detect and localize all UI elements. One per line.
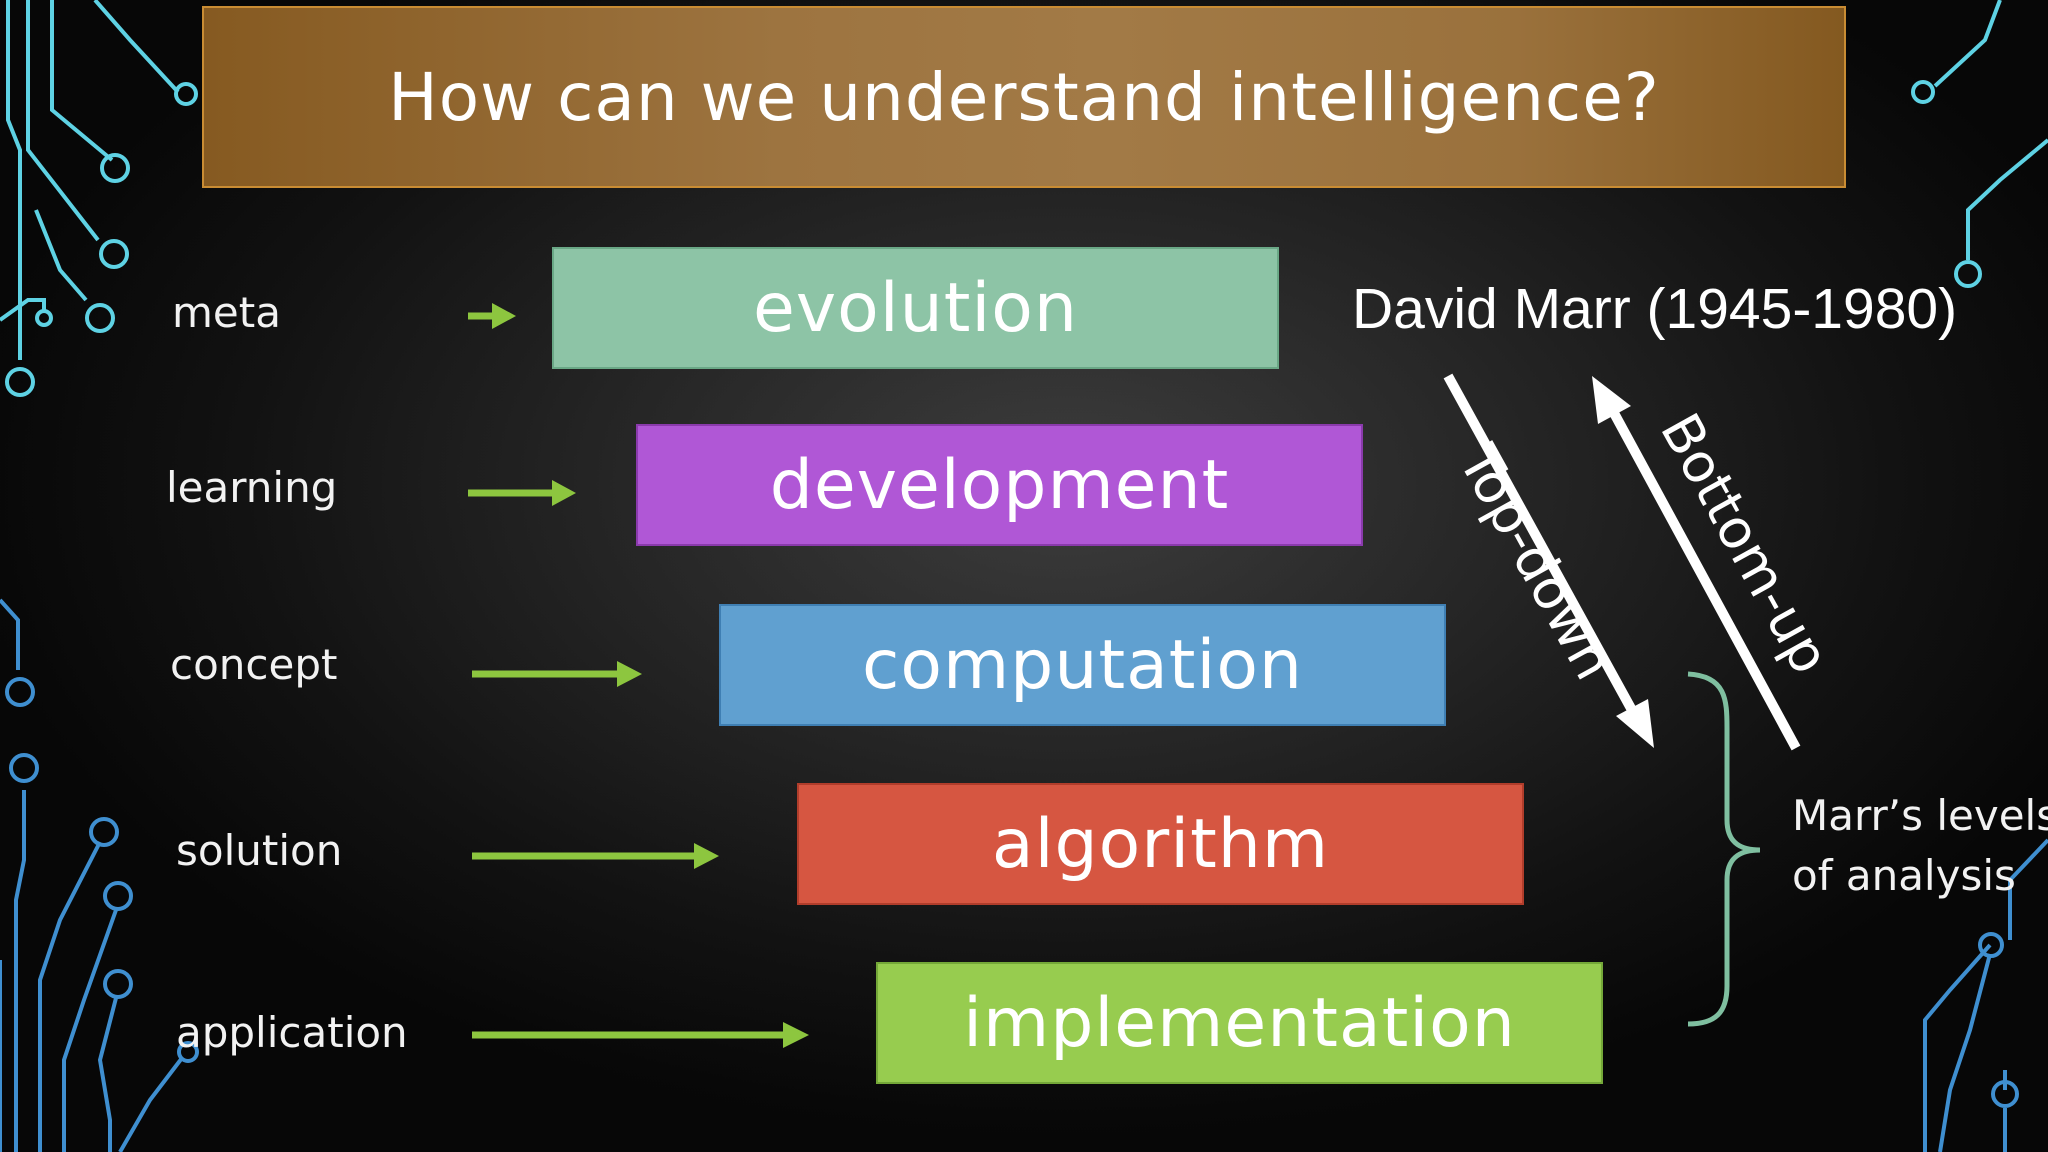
level-box-development-label: development <box>769 445 1230 525</box>
level-box-implementation: implementation <box>876 962 1603 1084</box>
circuit-decoration-top-left <box>0 0 198 397</box>
level-box-evolution: evolution <box>552 247 1279 369</box>
circuit-decoration-bottom-left <box>0 598 199 1152</box>
author-caption: David Marr (1945-1980) <box>1352 277 1958 341</box>
level-box-evolution-label: evolution <box>753 268 1078 348</box>
marr-levels-caption: Marr’s levels of analysis <box>1792 786 2048 906</box>
circuit-decoration-bottom-right <box>1923 838 2048 1152</box>
row-label-meta: meta <box>172 288 281 337</box>
row-label-learning: learning <box>166 463 338 512</box>
level-box-algorithm-label: algorithm <box>991 804 1330 884</box>
row-label-solution: solution <box>176 826 343 875</box>
arrow-concept-to-computation <box>472 661 642 687</box>
arrow-solution-to-algorithm <box>472 843 719 869</box>
level-box-computation-label: computation <box>861 625 1304 705</box>
row-label-application: application <box>176 1008 408 1057</box>
marr-levels-line-2: of analysis <box>1792 851 2016 900</box>
level-box-algorithm: algorithm <box>797 783 1524 905</box>
bottom-up-arrow <box>1592 376 1801 751</box>
arrow-application-to-implementation <box>472 1022 809 1048</box>
level-box-development: development <box>636 424 1363 546</box>
level-box-implementation-label: implementation <box>963 983 1516 1063</box>
level-box-computation: computation <box>719 604 1446 726</box>
green-arrows <box>468 303 809 1048</box>
slide-title: How can we understand intelligence? <box>388 58 1660 136</box>
marr-levels-brace <box>1687 671 1761 1027</box>
arrow-meta-to-evolution <box>468 303 516 329</box>
marr-levels-line-1: Marr’s levels <box>1792 791 2048 840</box>
row-label-concept: concept <box>170 640 338 689</box>
circuit-decoration-top-right <box>1911 0 2048 288</box>
title-banner: How can we understand intelligence? <box>202 6 1846 188</box>
arrow-learning-to-development <box>468 480 576 506</box>
top-down-arrow <box>1443 373 1654 748</box>
